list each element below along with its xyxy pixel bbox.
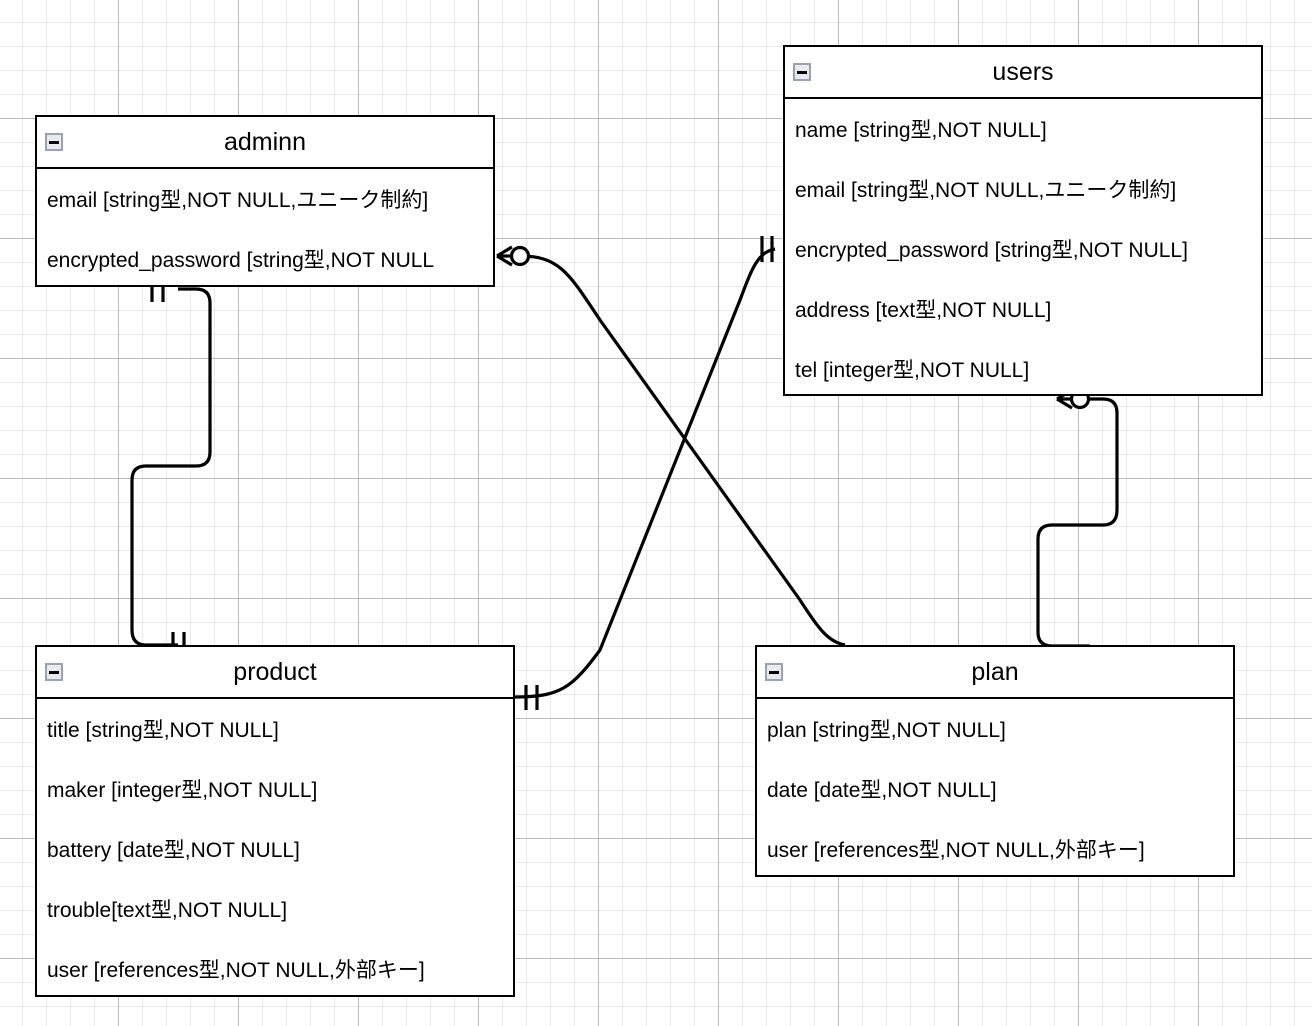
attribute-row: battery [date型,NOT NULL] bbox=[47, 839, 300, 862]
attribute-row: trouble[text型,NOT NULL] bbox=[47, 899, 288, 922]
entity-body-product: title [string型,NOT NULL] maker [integer型… bbox=[37, 699, 513, 999]
attribute-row: encrypted_password [string型,NOT NULL bbox=[47, 249, 435, 272]
entity-header-product: product bbox=[37, 647, 513, 699]
attribute-row: tel [integer型,NOT NULL] bbox=[795, 359, 1030, 382]
attribute-row: email [string型,NOT NULL,ユニーク制約] bbox=[47, 189, 429, 212]
attribute-row: email [string型,NOT NULL,ユニーク制約] bbox=[795, 179, 1177, 202]
edge-adminn-product-path bbox=[130, 287, 212, 647]
attribute-row: plan [string型,NOT NULL] bbox=[767, 719, 1006, 742]
entity-header-users: users bbox=[785, 47, 1261, 99]
entity-users[interactable]: users name [string型,NOT NULL] email [str… bbox=[783, 45, 1263, 396]
attribute-row: user [references型,NOT NULL,外部キー] bbox=[47, 959, 425, 982]
attribute-row: maker [integer型,NOT NULL] bbox=[47, 779, 318, 802]
attribute-row: name [string型,NOT NULL] bbox=[795, 119, 1047, 142]
attribute-row: user [references型,NOT NULL,外部キー] bbox=[767, 839, 1145, 862]
entity-title: adminn bbox=[224, 127, 306, 156]
entity-body-users: name [string型,NOT NULL] email [string型,N… bbox=[785, 99, 1261, 399]
entity-header-plan: plan bbox=[757, 647, 1233, 699]
marker-product-right-one-and-only-one bbox=[524, 685, 539, 710]
edge-users-plan-path bbox=[1036, 397, 1119, 648]
edge-product-users-path bbox=[514, 247, 776, 699]
attribute-row: address [text型,NOT NULL] bbox=[795, 299, 1052, 322]
minus-icon[interactable] bbox=[793, 63, 811, 81]
entity-title: plan bbox=[971, 657, 1019, 686]
minus-icon[interactable] bbox=[45, 663, 63, 681]
entity-plan[interactable]: plan plan [string型,NOT NULL] date [date型… bbox=[755, 645, 1235, 877]
entity-body-adminn: email [string型,NOT NULL,ユニーク制約] encrypte… bbox=[37, 169, 493, 289]
marker-adminn-zero-or-many bbox=[496, 245, 531, 267]
attribute-row: title [string型,NOT NULL] bbox=[47, 719, 279, 742]
minus-icon[interactable] bbox=[45, 133, 63, 151]
marker-users-one-and-only-one bbox=[760, 236, 774, 262]
attribute-row: encrypted_password [string型,NOT NULL] bbox=[795, 239, 1188, 262]
minus-icon[interactable] bbox=[765, 663, 783, 681]
entity-product[interactable]: product title [string型,NOT NULL] maker [… bbox=[35, 645, 515, 997]
entity-header-adminn: adminn bbox=[37, 117, 493, 169]
entity-adminn[interactable]: adminn email [string型,NOT NULL,ユニーク制約] e… bbox=[35, 115, 495, 287]
entity-title: users bbox=[992, 57, 1054, 86]
entity-title: product bbox=[233, 657, 317, 686]
attribute-row: date [date型,NOT NULL] bbox=[767, 779, 997, 802]
entity-body-plan: plan [string型,NOT NULL] date [date型,NOT … bbox=[757, 699, 1233, 879]
